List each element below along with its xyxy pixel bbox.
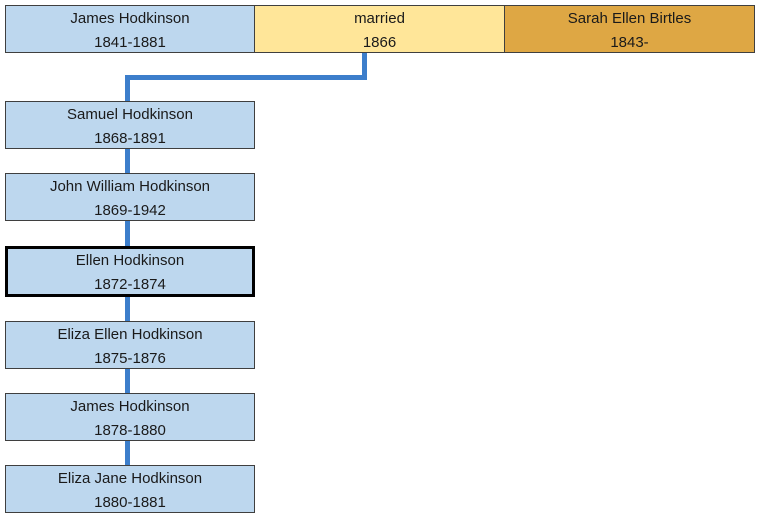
child-name: John William Hodkinson (49, 178, 211, 195)
child-box-eliza-ellen[interactable]: Eliza Ellen Hodkinson 1875-1876 (5, 321, 255, 369)
child-dates: 1869-1942 (94, 202, 166, 219)
child-dates: 1868-1891 (94, 130, 166, 147)
child-name: Eliza Jane Hodkinson (57, 470, 203, 487)
mother-dates: 1843- (610, 34, 649, 51)
horizontal-connector (125, 75, 367, 80)
marriage-year: 1866 (362, 34, 397, 51)
child-box-eliza-jane[interactable]: Eliza Jane Hodkinson 1880-1881 (5, 465, 255, 513)
marriage-down-connector (362, 53, 367, 79)
mother-box[interactable]: Sarah Ellen Birtles 1843- (504, 5, 755, 53)
child-dates: 1878-1880 (94, 422, 166, 439)
child-name: James Hodkinson (70, 398, 190, 415)
child-box-john-william[interactable]: John William Hodkinson 1869-1942 (5, 173, 255, 221)
marriage-label: married (354, 10, 405, 27)
child-box-james[interactable]: James Hodkinson 1878-1880 (5, 393, 255, 441)
child-box-ellen-selected[interactable]: Ellen Hodkinson 1872-1874 (5, 246, 255, 297)
child-box-samuel[interactable]: Samuel Hodkinson 1868-1891 (5, 101, 255, 149)
father-dates: 1841-1881 (94, 34, 166, 51)
child-dates: 1872-1874 (94, 276, 166, 293)
mother-name: Sarah Ellen Birtles (567, 10, 692, 27)
child-name: Samuel Hodkinson (67, 106, 193, 123)
marriage-box[interactable]: married 1866 (254, 5, 505, 53)
child-dates: 1880-1881 (94, 494, 166, 511)
father-box[interactable]: James Hodkinson 1841-1881 (5, 5, 255, 53)
father-name: James Hodkinson (70, 10, 190, 27)
child-name: Eliza Ellen Hodkinson (57, 326, 203, 343)
child-dates: 1875-1876 (94, 350, 166, 367)
child-name: Ellen Hodkinson (75, 252, 185, 269)
